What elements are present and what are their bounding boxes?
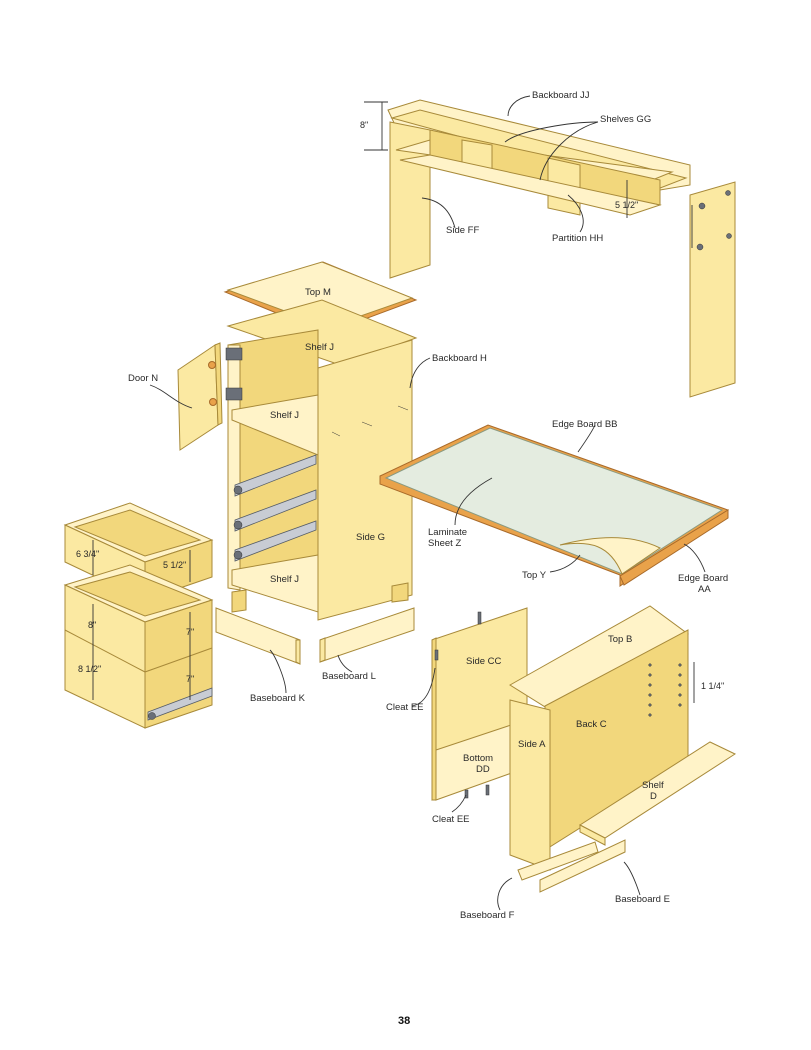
main-pedestal — [509, 605, 737, 893]
hutch-height-dimension: 8" — [360, 101, 388, 151]
label-shelves-gg: Shelves GG — [600, 114, 651, 125]
hutch-dowel — [725, 190, 731, 196]
label-cleat-ee-bottom: Cleat EE — [432, 814, 470, 825]
drawer-3 — [64, 629, 213, 729]
edge-board-aa — [619, 509, 729, 586]
dim-drawer1-side: 5 1/2" — [163, 560, 186, 570]
dim-shelf-hole-spacing: 1 1/4" — [701, 681, 724, 691]
label-shelf-j-top: Shelf J — [305, 342, 334, 353]
laminate-sheet-z — [384, 427, 724, 575]
label-backboard-jj: Backboard JJ — [532, 90, 590, 101]
cabinet-base-block — [391, 582, 409, 603]
hutch-assembly — [387, 99, 736, 398]
label-backboard-h: Backboard H — [432, 353, 487, 364]
label-baseboard-l: Baseboard L — [322, 671, 376, 682]
label-edge-board-aa-line1: Edge Board — [678, 573, 728, 584]
label-edge-board-aa-line2: AA — [698, 584, 711, 595]
baseboard-k — [215, 607, 301, 665]
door-n — [177, 342, 243, 451]
label-top-m: Top M — [305, 287, 331, 298]
label-baseboard-f: Baseboard F — [460, 910, 515, 921]
label-top-y: Top Y — [522, 570, 547, 581]
side-g — [317, 339, 413, 621]
baseboard-l — [319, 607, 415, 663]
hutch-dowel — [726, 233, 732, 239]
page-number: 38 — [398, 1015, 410, 1027]
cabinet-base-block — [231, 589, 247, 613]
dim-drawer2-side: 7" — [186, 627, 194, 637]
side-a — [509, 699, 551, 871]
baseboard-e — [539, 839, 626, 893]
partition-height-dimension: 5 1/2" — [615, 180, 638, 218]
label-side-cc: Side CC — [466, 656, 502, 667]
label-shelf-j-mid: Shelf J — [270, 410, 299, 421]
dim-hutch-height: 8" — [360, 120, 368, 130]
dim-drawer3-side: 7" — [186, 674, 194, 684]
label-side-ff: Side FF — [446, 225, 479, 236]
label-bottom-dd-line2: DD — [476, 764, 490, 775]
label-shelf-d-line1: Shelf — [642, 780, 664, 791]
label-baseboard-e: Baseboard E — [615, 894, 670, 905]
desk-top-y — [379, 424, 730, 587]
hutch-lower-shelf — [399, 154, 662, 216]
label-side-a: Side A — [518, 739, 546, 750]
label-side-g: Side G — [356, 532, 385, 543]
shelf-j-bottom — [231, 554, 319, 613]
left-cabinet-assembly — [223, 261, 418, 621]
dim-drawer3-front: 8 1/2" — [78, 664, 101, 674]
label-shelf-d-line2: D — [650, 791, 657, 802]
dim-drawer2-front: 8" — [88, 620, 96, 630]
shelf-hole-dimension: 1 1/4" — [693, 662, 724, 703]
baseboard-f — [517, 841, 599, 881]
label-back-c: Back C — [576, 719, 607, 730]
dim-drawer1-front: 6 3/4" — [76, 549, 99, 559]
label-laminate-line2: Sheet Z — [428, 538, 461, 549]
label-cleat-ee-top: Cleat EE — [386, 702, 424, 713]
label-partition-hh: Partition HH — [552, 233, 603, 244]
label-bottom-dd-line1: Bottom — [463, 753, 493, 764]
shelf-j-mid — [231, 394, 319, 456]
label-baseboard-k: Baseboard K — [250, 693, 306, 704]
label-laminate-line1: Laminate — [428, 527, 467, 538]
hutch-side-right — [689, 181, 736, 398]
hutch-dowel — [696, 243, 704, 251]
label-shelf-j-bottom: Shelf J — [270, 574, 299, 585]
hutch-dowel — [698, 202, 706, 210]
label-top-b: Top B — [608, 634, 632, 645]
label-door-n: Door N — [128, 373, 158, 384]
label-edge-board-bb: Edge Board BB — [552, 419, 618, 430]
dim-partition-height: 5 1/2" — [615, 200, 638, 210]
